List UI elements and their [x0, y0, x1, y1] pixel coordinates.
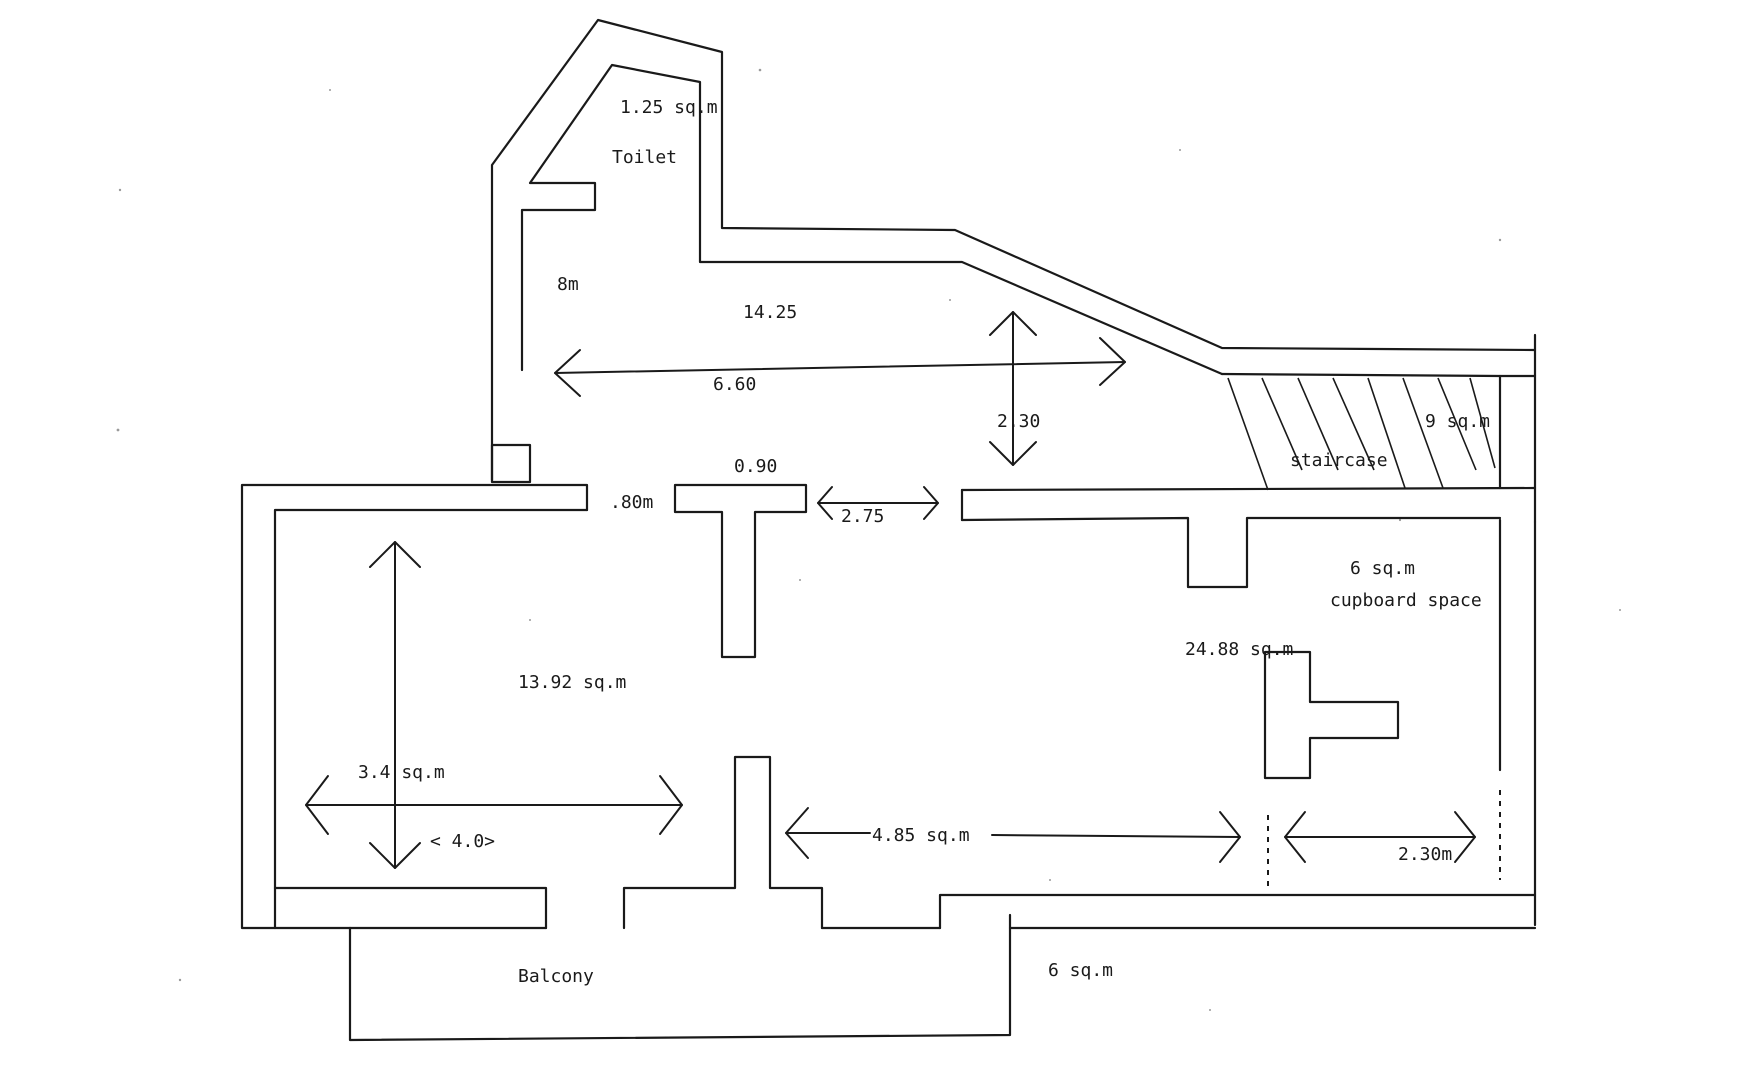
walls-lower	[240, 483, 1537, 930]
cupboard-space-label: cupboard space	[1330, 590, 1482, 611]
dim-080m-label: .80m	[610, 492, 653, 513]
left-room-area-label: 13.92 sq.m	[518, 672, 626, 693]
balcony	[348, 913, 1012, 1042]
dim-660-label: 6.60	[713, 374, 756, 395]
dimension-arrows	[305, 311, 1476, 869]
dim-230m-label: 2.30m	[1398, 844, 1452, 865]
dim-090-label: 0.90	[734, 456, 777, 477]
dim-34-label: 3.4 sq.m	[358, 762, 445, 783]
scan-noise	[116, 68, 1621, 1011]
upper-area-label: 14.25	[743, 302, 797, 323]
main-room-area-label: 24.88 sq.m	[1185, 639, 1293, 660]
staircase	[1220, 348, 1537, 524]
staircase-label: staircase	[1290, 450, 1388, 471]
dim-230-vertical-label: 2.30	[997, 411, 1040, 432]
dim-275-label: 2.75	[841, 506, 884, 527]
balcony-label: Balcony	[518, 966, 594, 987]
dim-485-label: 4.85 sq.m	[872, 825, 970, 846]
cupboard-area-label: 6 sq.m	[1350, 558, 1415, 579]
balcony-area-label: 6 sq.m	[1048, 960, 1113, 981]
walls-upper	[490, 18, 1537, 484]
staircase-area-label: 9 sq.m	[1425, 411, 1490, 432]
corridor-length-label: 8m	[557, 274, 579, 295]
labels: 1.25 sq.m Toilet 8m 14.25 6.60 2.30 9 sq…	[358, 97, 1490, 987]
dim-40-label: < 4.0>	[430, 831, 495, 852]
toilet-area-label: 1.25 sq.m	[620, 97, 718, 118]
toilet-label: Toilet	[612, 147, 677, 168]
